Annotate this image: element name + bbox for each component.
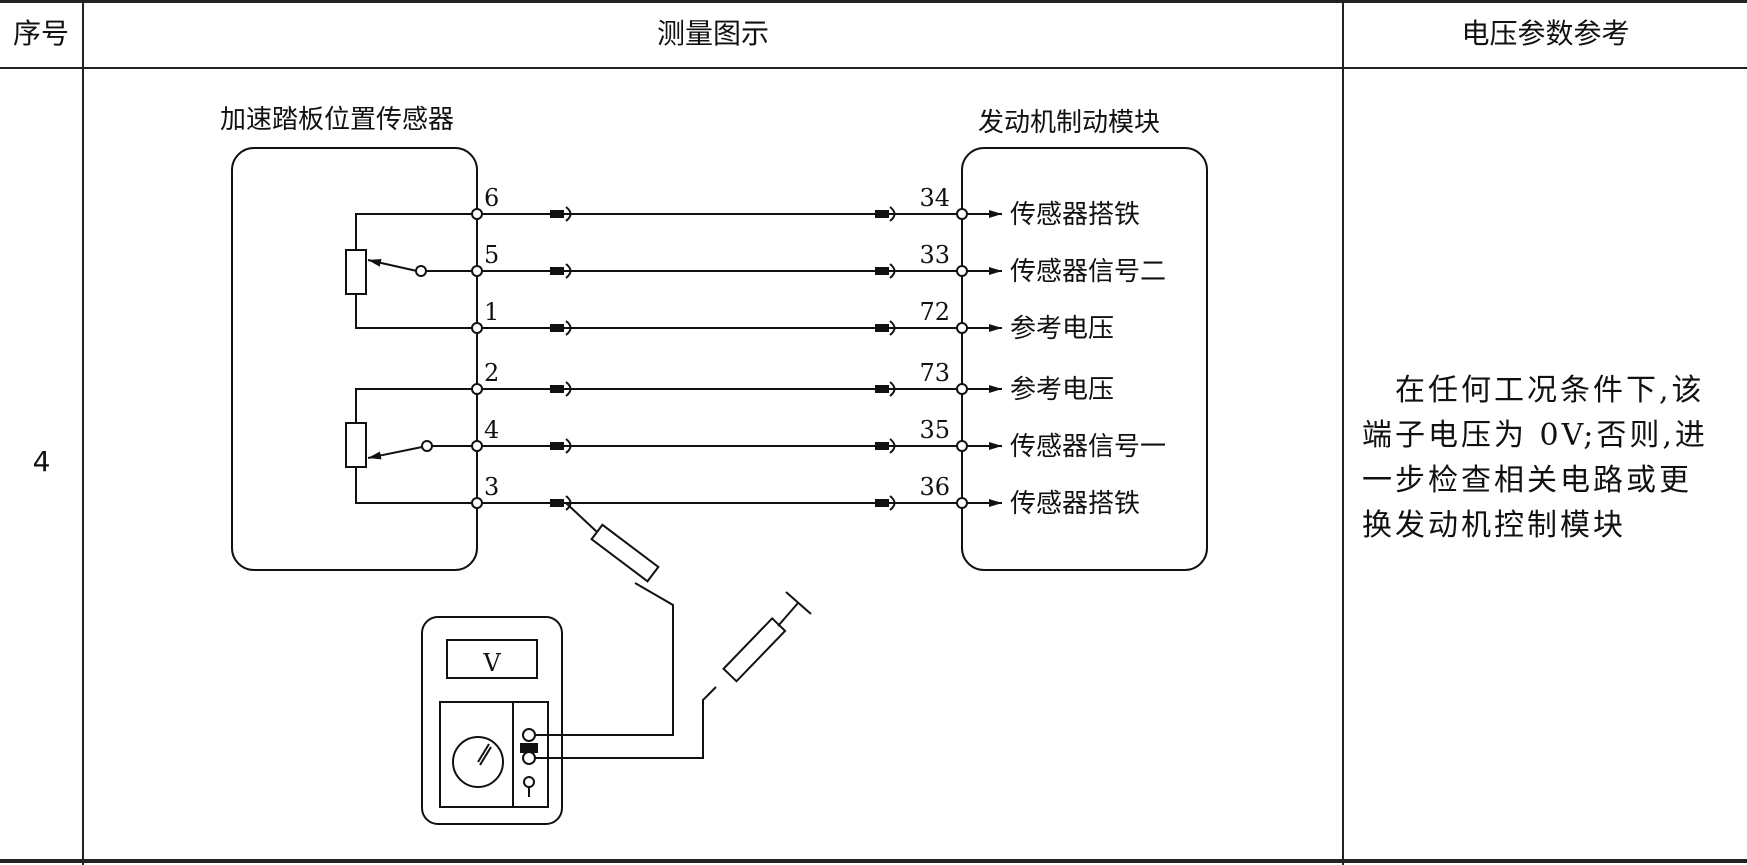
sensor-terminal: [471, 208, 483, 220]
multimeter-dial: [452, 736, 504, 788]
header-reference: 电压参数参考: [1461, 17, 1630, 50]
module-pin-label: 34: [919, 184, 950, 212]
connector-pin-left: [550, 210, 564, 218]
multimeter-display: [446, 639, 538, 679]
column-divider-1: [82, 0, 84, 865]
module-terminal: [956, 322, 968, 334]
connector-pin-right: [875, 267, 889, 275]
module-box: [961, 147, 1208, 571]
row-seq-number: 4: [32, 445, 51, 478]
connector-socket-right: [889, 495, 896, 511]
module-pin-label: 35: [919, 416, 950, 444]
module-terminal: [956, 383, 968, 395]
pot2-resistor: [345, 422, 367, 468]
signal-name-label: 参考电压: [1010, 314, 1114, 344]
signal-name-label: 传感器信号一: [1010, 432, 1166, 462]
multimeter-display-label: V: [482, 649, 501, 677]
reference-line: 在任何工况条件下,该: [1362, 373, 1705, 408]
signal-name-label: 传感器搭铁: [1010, 489, 1140, 519]
reference-line: 换发动机控制模块: [1362, 508, 1626, 543]
connector-pin-left: [550, 267, 564, 275]
sensor-pin-label: 5: [484, 241, 499, 269]
sensor-terminal: [471, 497, 483, 509]
probe-lead-red: [535, 582, 674, 736]
connector-socket-right: [889, 206, 896, 222]
multimeter-jack-3: [523, 776, 535, 788]
connector-pin-right: [875, 385, 889, 393]
connector-pin-left: [550, 385, 564, 393]
signal-name-label: 传感器搭铁: [1010, 200, 1140, 230]
sensor-terminal: [471, 265, 483, 277]
sensor-pin-label: 2: [484, 359, 499, 387]
wire-harness: 6 34 传感器搭铁 5 33 传感器信号二 1 72 参考电压 2 73 参考电压 4 35 传感器信号一…: [471, 184, 1166, 519]
connector-pin-left: [550, 499, 564, 507]
sensor-pin-label: 1: [484, 298, 499, 326]
connector-socket-left: [565, 438, 572, 454]
voltage-reference-text: 在任何工况条件下,该 端子电压为 0V;否则,进 一步检查相关电路或更 换发动机…: [1362, 368, 1732, 548]
sensor-title: 加速踏板位置传感器: [220, 105, 454, 135]
connector-socket-left: [565, 263, 572, 279]
header-rule: [0, 67, 1747, 69]
module-pin-label: 72: [919, 298, 950, 326]
connector-pin-right: [875, 499, 889, 507]
connector-pin-right: [875, 442, 889, 450]
connector-socket-left: [565, 320, 572, 336]
connector-pin-right: [875, 210, 889, 218]
multimeter-jack-2: [522, 751, 536, 765]
pot1-resistor: [345, 249, 367, 295]
sensor-pin-label: 4: [484, 416, 499, 444]
module-pin-label: 33: [919, 241, 950, 269]
connector-pin-left: [550, 442, 564, 450]
column-divider-2: [1342, 0, 1344, 865]
signal-name-label: 传感器信号二: [1010, 257, 1166, 287]
module-terminal: [956, 265, 968, 277]
sensor-terminal: [471, 440, 483, 452]
reference-line: 一步检查相关电路或更: [1362, 463, 1692, 498]
connector-socket-left: [565, 495, 572, 511]
pot1-wiper: [367, 258, 418, 272]
header-diagram: 测量图示: [656, 17, 769, 50]
header-seq: 序号: [12, 17, 69, 50]
pot1-bottom-lead: [355, 294, 477, 329]
connector-socket-left: [565, 206, 572, 222]
sensor-box: [231, 147, 478, 571]
multimeter-panel: [439, 701, 549, 808]
probe-1: [590, 523, 660, 583]
module-terminal: [956, 208, 968, 220]
probe-lead-black: [535, 686, 717, 759]
table-top-rule: [0, 0, 1747, 3]
connector-socket-left: [565, 381, 572, 397]
module-terminal: [956, 440, 968, 452]
table-bottom-rule: [0, 859, 1747, 863]
multimeter-jack-1: [522, 728, 536, 742]
module-terminal: [956, 497, 968, 509]
connector-pin-right: [875, 324, 889, 332]
sensor-terminal: [471, 383, 483, 395]
multimeter-body: [421, 616, 563, 825]
connector-pin-left: [550, 324, 564, 332]
connector-socket-right: [889, 381, 896, 397]
connector-socket-right: [889, 263, 896, 279]
signal-name-label: 参考电压: [1010, 375, 1114, 405]
probe-2: [722, 616, 787, 683]
pot1-top-lead: [355, 213, 477, 250]
module-title: 发动机制动模块: [978, 108, 1160, 138]
connector-socket-right: [889, 320, 896, 336]
sensor-pin-label: 6: [484, 184, 499, 212]
pot2-bottom-lead: [355, 467, 477, 504]
reference-line: 端子电压为 0V;否则,进: [1362, 418, 1708, 453]
module-pin-label: 36: [919, 473, 950, 501]
pot2-wiper: [367, 445, 428, 460]
sensor-pin-label: 3: [484, 473, 499, 501]
pot2-top-lead: [355, 388, 477, 423]
sensor-terminal: [471, 322, 483, 334]
connector-socket-right: [889, 438, 896, 454]
module-pin-label: 73: [919, 359, 950, 387]
